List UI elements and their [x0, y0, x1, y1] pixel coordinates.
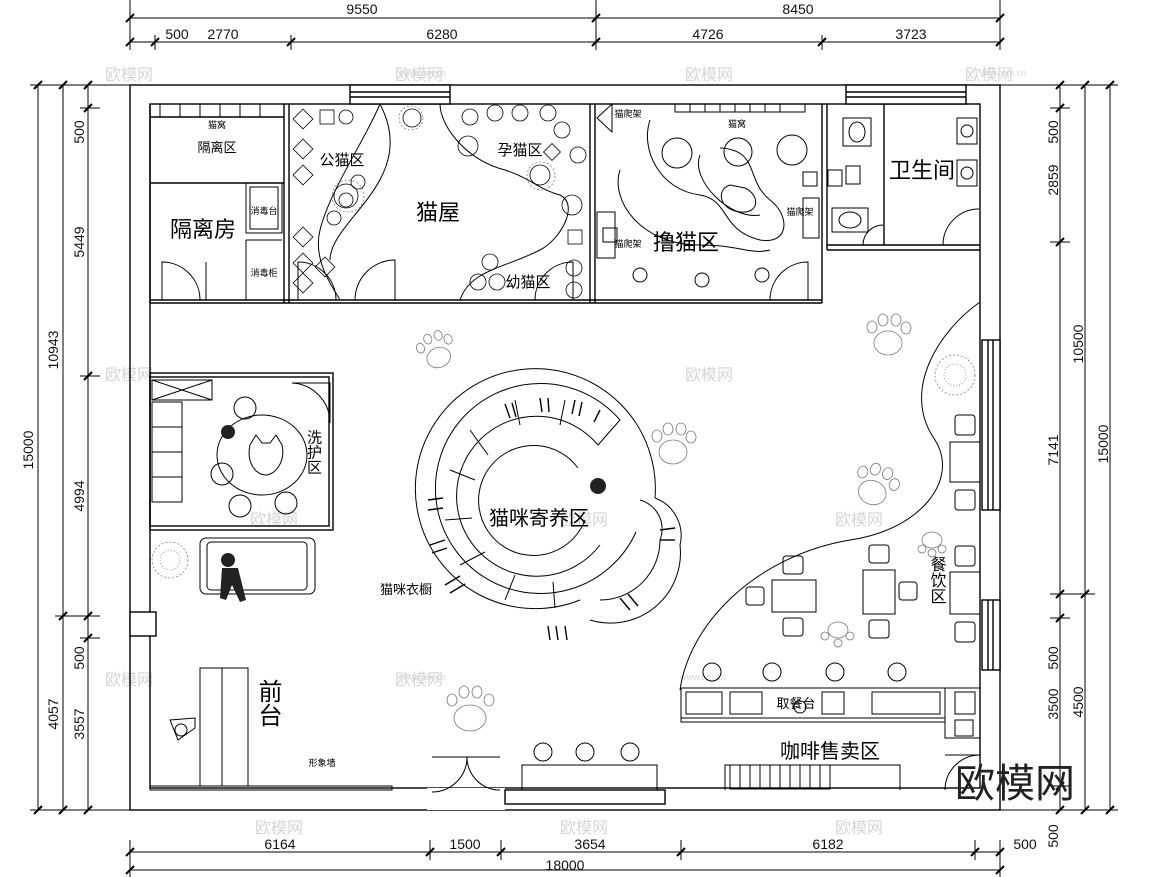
dim-top-inner: 4726 — [692, 26, 723, 42]
dim-right: 10500 — [1070, 324, 1086, 363]
label-cat-wardrobe: 猫咪衣橱 — [380, 582, 432, 598]
washing-furniture — [151, 379, 316, 595]
watermark: 欧模网 — [395, 65, 443, 84]
walls — [129, 84, 1001, 811]
cat-house-furniture — [292, 103, 587, 301]
watermark: 欧模网 — [105, 670, 153, 689]
label-pregnant-cat-area: 孕猫区 — [497, 141, 542, 159]
front-desk-furniture — [149, 667, 393, 791]
watermark-url: www.om.cn — [399, 672, 446, 682]
watermark: 欧模网 — [835, 510, 883, 529]
label-disinfection-cabinet: 消毒柜 — [250, 267, 277, 279]
plant-icon — [151, 105, 976, 579]
label-disinfection-station: 消毒台 — [250, 205, 277, 217]
dim-left: 500 — [71, 646, 87, 670]
isolation-furniture — [159, 104, 283, 300]
dim-left: 15000 — [20, 430, 36, 469]
dim-top-inner: 6280 — [426, 26, 457, 42]
watermark: 欧模网 — [560, 818, 608, 837]
dim-top-outer: 8450 — [782, 1, 813, 17]
dim-right: 2859 — [1045, 164, 1061, 195]
dim-bottom-total: 18000 — [546, 857, 585, 873]
label-coffee-area: 咖啡售卖区 — [780, 739, 880, 763]
label-cat-climb: 猫爬架 — [614, 108, 641, 120]
dim-left: 10943 — [45, 330, 61, 369]
label-cat-climb: 猫爬架 — [614, 238, 641, 250]
dim-top-inner: 500 — [165, 26, 189, 42]
label-isolation-area: 隔离区 — [197, 140, 236, 156]
dining-furniture — [679, 301, 981, 790]
petting-furniture — [596, 102, 820, 288]
restroom-fixtures — [827, 117, 978, 233]
dimension-ticks — [33, 13, 1115, 875]
dim-left: 4057 — [45, 698, 61, 729]
label-restroom: 卫生间 — [889, 159, 955, 184]
watermark: 欧模网 — [685, 365, 733, 384]
watermark: 欧模网 — [105, 65, 153, 84]
watermark: 欧模网 — [250, 510, 298, 529]
dim-bottom: 6182 — [812, 836, 843, 852]
dim-right: 7141 — [1045, 434, 1061, 465]
dim-right: 500 — [1045, 120, 1061, 144]
watermark: 欧模网 — [685, 65, 733, 84]
hanger-rack — [427, 397, 676, 641]
person-figures — [174, 425, 807, 737]
dim-top-inner: 2770 — [207, 26, 238, 42]
label-male-cat-area: 公猫区 — [319, 151, 364, 169]
dimension-lines — [37, 17, 1111, 871]
watermark-url: www.om.cn — [399, 68, 446, 78]
label-cat-nest: 猫窝 — [208, 119, 226, 131]
label-cat-house: 猫屋 — [416, 201, 460, 226]
label-kitten-area: 幼猫区 — [505, 273, 550, 291]
dim-bottom: 500 — [1013, 836, 1037, 852]
dim-bottom: 6164 — [264, 836, 295, 852]
entrance-bench — [521, 742, 658, 791]
doors — [161, 208, 981, 793]
label-petting-area: 撸猫区 — [653, 231, 719, 256]
extension-lines — [30, 0, 1118, 877]
label-dining-area: 餐饮区 — [928, 556, 947, 604]
watermark-url: www.om.cn — [679, 672, 726, 682]
watermark-url: www.om.cn — [979, 68, 1026, 78]
watermark: 欧模网 — [965, 65, 1013, 84]
label-boarding-area: 猫咪寄养区 — [489, 506, 589, 530]
label-isolation-room: 隔离房 — [170, 218, 236, 243]
paw-print-icon — [415, 313, 947, 732]
dim-right: 500 — [1045, 646, 1061, 670]
watermark-layer: 欧模网 欧模网 欧模网 欧模网 欧模网 欧模网 欧模网 欧模网 欧模网 欧模网 … — [105, 65, 1026, 837]
dim-left: 3557 — [71, 708, 87, 739]
dim-top-outer: 9550 — [346, 1, 377, 17]
label-front-desk: 前台 — [254, 679, 282, 727]
label-pickup-counter: 取餐台 — [776, 696, 815, 712]
dim-right: 15000 — [1095, 424, 1111, 463]
watermark: 欧模网 — [835, 818, 883, 837]
dim-right: 4500 — [1070, 686, 1086, 717]
dim-left: 5449 — [71, 226, 87, 257]
dim-bottom: 3654 — [574, 836, 605, 852]
label-cat-climb: 猫爬架 — [786, 206, 813, 218]
watermark: 欧模网 — [395, 670, 443, 689]
dim-top-inner: 3723 — [895, 26, 926, 42]
dim-bottom: 1500 — [449, 836, 480, 852]
label-cat-nest: 猫窝 — [728, 118, 746, 130]
watermark: 欧模网 — [255, 818, 303, 837]
dim-left: 4994 — [71, 480, 87, 511]
dim-right: 3500 — [1045, 688, 1061, 719]
label-image-wall: 形象墙 — [308, 757, 335, 769]
dim-right: 500 — [1045, 824, 1061, 848]
boarding-ring — [414, 368, 682, 624]
brand-watermark: 欧模网 — [955, 761, 1075, 807]
watermark: 欧模网 — [560, 510, 608, 529]
dim-left: 500 — [71, 120, 87, 144]
watermark: 欧模网 — [105, 365, 153, 384]
label-washing-area-vertical: 洗护区 — [305, 430, 323, 475]
